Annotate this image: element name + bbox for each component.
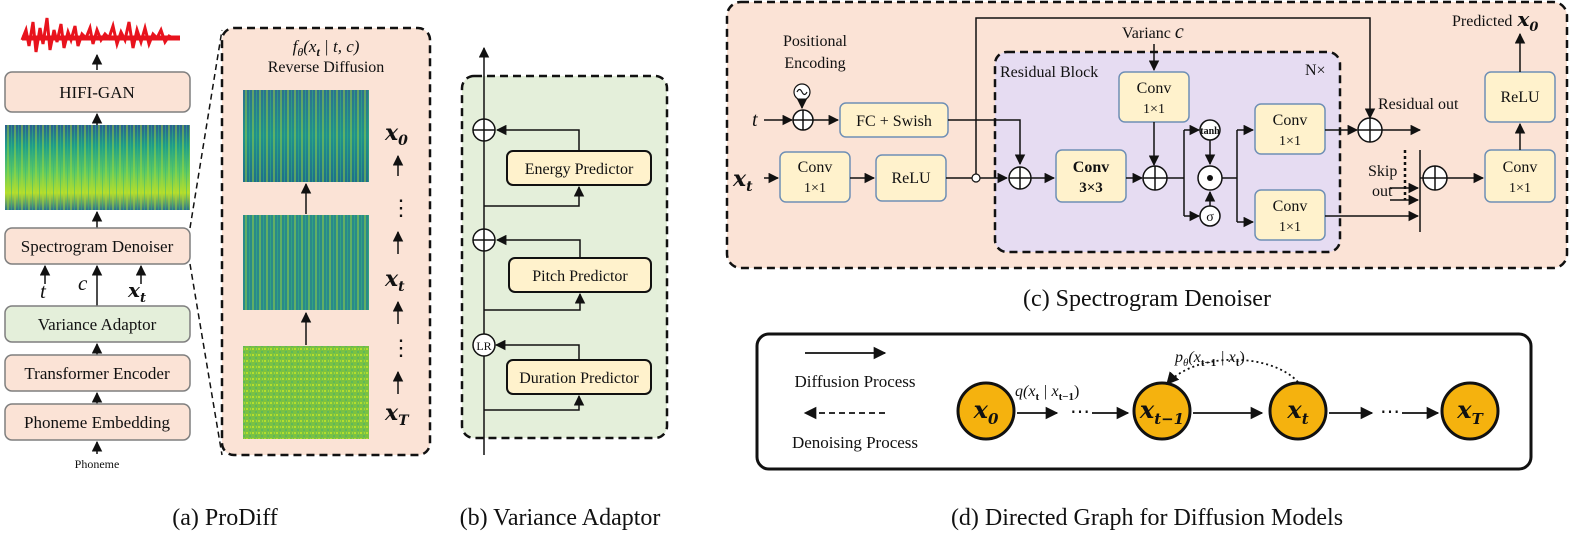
residual-out-label: Residual out xyxy=(1378,96,1459,113)
phoneme-input-label: Phoneme xyxy=(75,457,120,471)
reverse-dots-top: ⋮ xyxy=(390,195,412,220)
forward-q-label: q(xt | xt−1) xyxy=(1015,383,1079,403)
skip-out-label-1: Skip xyxy=(1368,163,1397,180)
split-node xyxy=(971,173,981,183)
waveform-icon xyxy=(20,17,180,53)
skip-connection-line xyxy=(975,17,1376,174)
sigmoid-label: σ xyxy=(1206,210,1214,225)
phoneme-embedding-label: Phoneme Embedding xyxy=(24,413,170,432)
hifigan-label: HIFI-GAN xyxy=(59,83,135,102)
conv-skip-label-2: 1×1 xyxy=(1279,220,1301,235)
conv-in-label-2: 1×1 xyxy=(804,181,826,196)
node-x0-label: x0 xyxy=(973,395,999,428)
positional-encoding-label-1: Positional xyxy=(783,33,848,50)
xT-label: xT xyxy=(384,400,410,429)
xt-label: xt xyxy=(384,266,405,295)
input-c-label: c xyxy=(78,271,88,295)
caption-d: (d) Directed Graph for Diffusion Models xyxy=(951,505,1343,531)
conv3x3-box xyxy=(1055,149,1127,203)
conv3x3-label-1: Conv xyxy=(1073,159,1109,176)
mel-spectrogram-image xyxy=(5,125,190,210)
directed-graph-panel: Diffusion Process Denoising Process x0 ⋯… xyxy=(755,332,1533,471)
node-xt xyxy=(1268,381,1328,441)
fc-swish-label: FC + Swish xyxy=(856,113,932,130)
length-regulator-node xyxy=(472,333,496,357)
graph-dots-left: ⋯ xyxy=(1070,401,1090,423)
conv-skip-label-1: Conv xyxy=(1273,198,1308,215)
reverse-diffusion-title: Reverse Diffusion xyxy=(268,59,385,76)
caption-a: (a) ProDiff xyxy=(172,505,278,531)
noise-xT-image xyxy=(243,346,369,439)
node-xt-minus-1-label: xt−1 xyxy=(1139,395,1184,428)
x0-label: x0 xyxy=(384,120,408,149)
duration-predictor-label: Duration Predictor xyxy=(519,370,639,387)
node-x0 xyxy=(956,381,1016,441)
conv-out-label-2: 1×1 xyxy=(1509,181,1531,196)
spectrogram-xt-image xyxy=(243,215,369,310)
spectrogram-denoiser-box xyxy=(4,227,191,265)
node-xt-label: xt xyxy=(1286,395,1308,428)
conv-residual-box xyxy=(1254,103,1326,155)
input-xt-label: xt xyxy=(732,166,753,195)
caption-c: (c) Spectrogram Denoiser xyxy=(1023,286,1271,312)
input-xt-label: xt xyxy=(127,278,146,306)
diffusion-process-label: Diffusion Process xyxy=(794,372,915,391)
reverse-p-label: pθ(xt−1 | xt) xyxy=(1174,349,1245,369)
conv-out-label-1: Conv xyxy=(1503,159,1538,176)
zoom-line-bottom xyxy=(189,263,223,456)
variance-adaptor-box xyxy=(4,305,191,343)
input-t-label: t xyxy=(40,279,47,303)
prodiff-panel: HIFI-GAN Spectrogram Denoiser t c xt Var… xyxy=(4,17,191,471)
variance-adaptor-label: Variance Adaptor xyxy=(38,315,157,334)
tanh-label: tanh xyxy=(1200,126,1220,137)
energy-predictor-label: Energy Predictor xyxy=(525,161,634,178)
phoneme-embedding-box xyxy=(4,403,191,441)
residual-block-label: Residual Block xyxy=(1000,64,1098,81)
spectrogram-x0-image xyxy=(243,90,369,182)
conv-in-box xyxy=(779,151,851,203)
variance-adaptor-panel: Duration Predictor LR Pitch Predictor En… xyxy=(460,46,669,455)
transformer-encoder-label: Transformer Encoder xyxy=(24,364,170,383)
node-xT-label: xT xyxy=(1456,395,1484,428)
conv-residual-label-1: Conv xyxy=(1273,112,1308,129)
reverse-dots-bottom: ⋮ xyxy=(390,335,412,360)
reverse-function-label: fθ(xt | t, c) xyxy=(293,37,360,59)
timestep-t-label: t xyxy=(752,109,758,131)
transformer-encoder-box xyxy=(4,354,191,392)
conv-in-label-1: Conv xyxy=(798,159,833,176)
n-times-label: N× xyxy=(1305,62,1326,79)
relu-in-label: ReLU xyxy=(891,170,931,187)
conv-cond-label-1: Conv xyxy=(1137,80,1172,97)
spectrogram-denoiser-label: Spectrogram Denoiser xyxy=(21,237,174,256)
caption-b: (b) Variance Adaptor xyxy=(460,505,661,531)
conv-residual-label-2: 1×1 xyxy=(1279,134,1301,149)
conv-cond-label-2: 1×1 xyxy=(1143,102,1165,117)
pitch-predictor-label: Pitch Predictor xyxy=(532,268,628,285)
node-xT xyxy=(1440,381,1500,441)
reverse-p-arrow xyxy=(1166,358,1299,385)
denoising-process-label: Denoising Process xyxy=(792,433,918,452)
relu-out-label: ReLU xyxy=(1500,89,1540,106)
zoom-line-top xyxy=(189,29,223,229)
graph-dots-right: ⋯ xyxy=(1380,401,1400,423)
hifigan-box xyxy=(4,71,191,113)
positional-encoding-label-2: Encoding xyxy=(784,55,845,72)
conv3x3-label-2: 3×3 xyxy=(1079,180,1103,196)
node-xt-minus-1 xyxy=(1132,381,1192,441)
skip-out-label-2: out xyxy=(1372,183,1393,200)
conv-skip-box xyxy=(1254,189,1326,241)
reverse-diffusion-panel: fθ(xt | t, c) Reverse Diffusion x0 ⋮ xt … xyxy=(220,26,432,457)
length-regulator-label: LR xyxy=(476,339,491,353)
denoiser-panel: Residual Block N× Positional Encoding t … xyxy=(725,0,1569,270)
